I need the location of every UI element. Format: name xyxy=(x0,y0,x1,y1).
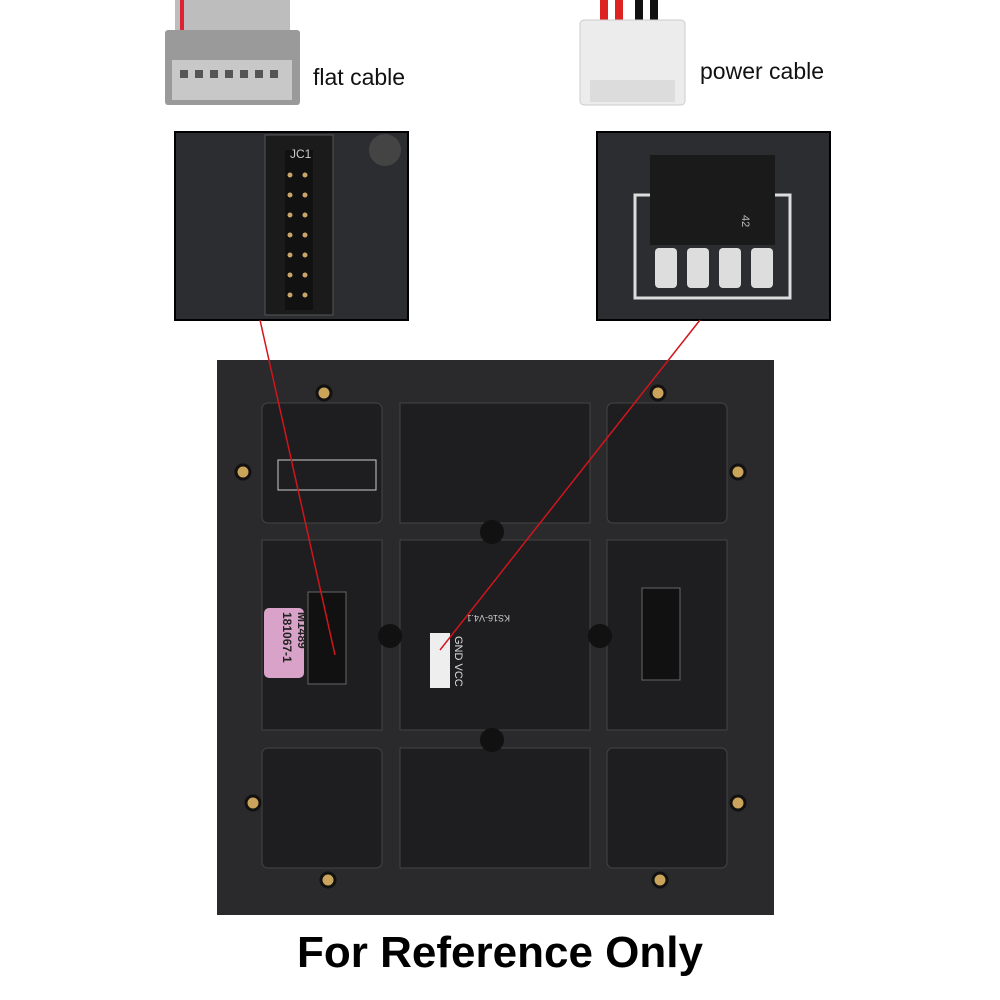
connector-label: JC1 xyxy=(290,147,312,161)
power-cable-closeup xyxy=(596,131,831,321)
model-text: KS16-V4.1 xyxy=(466,613,510,623)
led-module-board xyxy=(217,360,774,915)
power-cable-pointer-line xyxy=(439,319,701,651)
sticker-text: 181067-1 M1489 xyxy=(280,612,309,666)
power-cable-image xyxy=(579,0,686,106)
flat-cable-pointer-line xyxy=(259,319,336,656)
flat-cable-closeup xyxy=(174,131,409,321)
power-pin-text: GND VCC xyxy=(452,636,464,687)
power-cable-label: power cable xyxy=(700,58,825,84)
flat-cable-label: flat cable xyxy=(313,64,406,90)
flat-cable-image xyxy=(165,0,300,105)
power-connector-number: 42 xyxy=(739,215,751,227)
footer-disclaimer: For Reference Only xyxy=(297,928,703,977)
